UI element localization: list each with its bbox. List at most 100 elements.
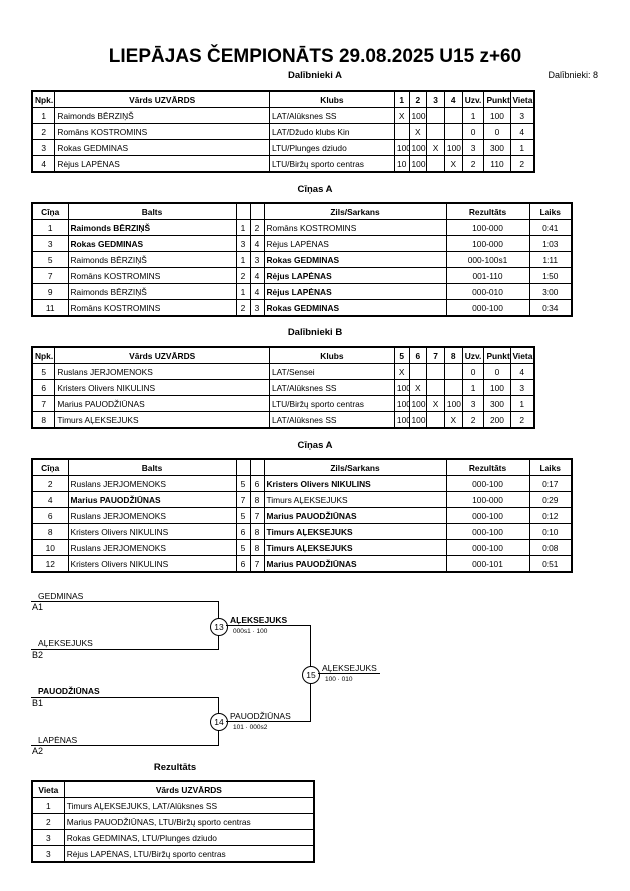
club-cell: LTU/Biržų sporto centras xyxy=(268,395,395,412)
points-cell: 100 xyxy=(483,107,511,124)
white-number-cell: 5 xyxy=(235,507,251,524)
score-cell: 100 xyxy=(408,139,428,156)
score-cell xyxy=(443,363,463,380)
fight-number-cell: 3 xyxy=(31,235,69,252)
score-cell xyxy=(443,123,463,140)
fight-number-cell: 12 xyxy=(31,555,69,573)
club-cell: LAT/Alūksnes SS xyxy=(268,411,395,429)
score-cell: 100 xyxy=(443,395,463,412)
result-cell: 100-000 xyxy=(445,491,530,508)
col-header: Zils/Sarkans xyxy=(263,458,447,476)
blue-number-cell: 4 xyxy=(249,267,265,284)
white-fighter-cell: Ruslans JERJOMENOKS xyxy=(67,539,237,556)
white-fighter-cell: Ruslans JERJOMENOKS xyxy=(67,475,237,492)
participant-count: Dalībnieki: 8 xyxy=(548,70,598,80)
col-header: Uzv. xyxy=(461,346,485,364)
fight-number-cell: 1 xyxy=(31,219,69,236)
col-header: Vieta xyxy=(509,90,535,108)
bracket-position: B1 xyxy=(32,698,44,708)
bracket-entrant: GEDMINAS xyxy=(38,591,84,601)
col-header: Zils/Sarkans xyxy=(263,202,447,220)
points-cell: 0 xyxy=(483,123,511,140)
time-cell: 1:11 xyxy=(528,251,573,268)
result-cell: 000-100 xyxy=(445,475,530,492)
blue-number-cell: 7 xyxy=(249,507,265,524)
white-number-cell: 1 xyxy=(235,219,251,236)
col-header: Balts xyxy=(67,458,237,476)
white-number-cell: 6 xyxy=(235,555,251,573)
bracket-entrant: AĻEKSEJUKS xyxy=(38,638,93,648)
col-header: 5 xyxy=(393,346,410,364)
name-cell: Rokas GEDMINAS xyxy=(54,139,270,156)
bracket-position: A1 xyxy=(32,602,44,612)
place-cell: 3 xyxy=(31,845,65,863)
npk-cell: 3 xyxy=(31,139,56,156)
white-number-cell: 3 xyxy=(235,235,251,252)
result-cell: 000-100 xyxy=(445,539,530,556)
name-cell: Marius PAUODŽIŪNAS xyxy=(54,395,270,412)
white-number-cell: 2 xyxy=(235,267,251,284)
place-cell: 3 xyxy=(509,107,535,124)
club-cell: LAT/Džudo klubs Kin xyxy=(268,123,395,140)
score-cell: 100 xyxy=(393,139,410,156)
time-cell: 0:12 xyxy=(528,507,573,524)
club-cell: LTU/Biržų sporto centras xyxy=(268,155,395,173)
col-header: Klubs xyxy=(268,90,395,108)
blue-number-cell: 4 xyxy=(249,235,265,252)
fight-number-cell: 4 xyxy=(31,491,69,508)
place-cell: 1 xyxy=(31,797,65,814)
blue-fighter-cell: Marius PAUODŽIŪNAS xyxy=(263,555,447,573)
club-cell: LAT/Alūksnes SS xyxy=(268,107,395,124)
wins-cell: 2 xyxy=(461,411,485,429)
place-cell: 4 xyxy=(509,363,535,380)
col-header: 8 xyxy=(443,346,463,364)
score-cell xyxy=(443,379,463,396)
col-header: Npk. xyxy=(31,90,56,108)
npk-cell: 2 xyxy=(31,123,56,140)
score-cell: 100 xyxy=(393,395,410,412)
fight-number-cell: 2 xyxy=(31,475,69,492)
npk-cell: 4 xyxy=(31,155,56,173)
club-cell: LAT/Sensei xyxy=(268,363,395,380)
col-header: 7 xyxy=(426,346,445,364)
col-header: Balts xyxy=(67,202,237,220)
points-cell: 100 xyxy=(483,379,511,396)
result-cell: 000-010 xyxy=(445,283,530,300)
place-cell: 2 xyxy=(509,155,535,173)
table-header-row: Cīņa Balts Zils/Sarkans Rezultāts Laiks xyxy=(31,202,573,220)
place-cell: 2 xyxy=(509,411,535,429)
participants-b-table: Npk. Vārds UZVĀRDS Klubs 5 6 7 8 Uzv. Pu… xyxy=(31,346,535,429)
blue-number-cell: 3 xyxy=(249,251,265,268)
col-header: 3 xyxy=(426,90,445,108)
result-cell: 001-110 xyxy=(445,267,530,284)
score-cell xyxy=(426,411,445,429)
score-cell xyxy=(426,107,445,124)
white-fighter-cell: Kristers Olivers NIKULINS xyxy=(67,523,237,540)
fights-a-table: Cīņa Balts Zils/Sarkans Rezultāts Laiks … xyxy=(31,202,573,317)
col-header: Vieta xyxy=(509,346,535,364)
bracket-line xyxy=(31,697,219,698)
score-cell xyxy=(426,379,445,396)
col-header: Punkti xyxy=(483,346,511,364)
col-header: Punkti xyxy=(483,90,511,108)
points-cell: 300 xyxy=(483,139,511,156)
points-cell: 0 xyxy=(483,363,511,380)
time-cell: 0:17 xyxy=(528,475,573,492)
fights-b-table: Cīņa Balts Zils/Sarkans Rezultāts Laiks … xyxy=(31,458,573,573)
page-title: LIEPĀJAS ČEMPIONĀTS 29.08.2025 U15 z+60 xyxy=(108,46,522,67)
white-number-cell: 1 xyxy=(235,283,251,300)
section-title-fights-a: Cīņas A xyxy=(297,184,333,195)
bracket-line xyxy=(31,601,219,602)
white-number-cell: 5 xyxy=(235,475,251,492)
